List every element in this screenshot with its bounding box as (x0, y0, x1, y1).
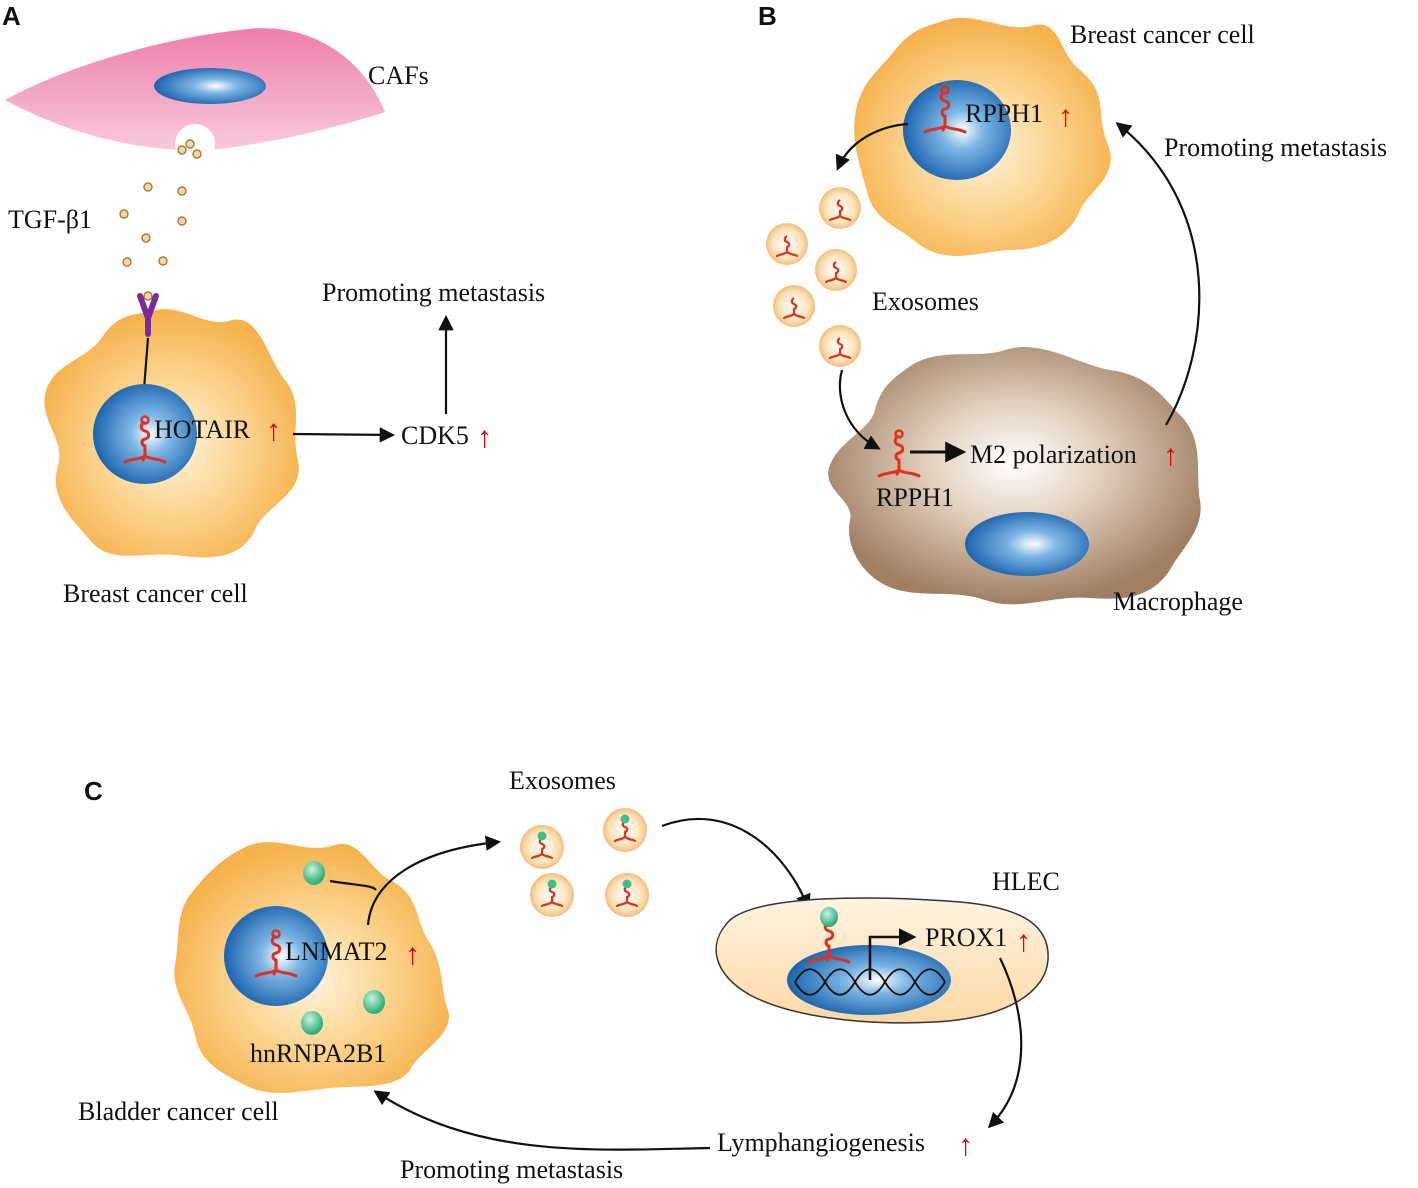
rpph1-export-arrow (835, 122, 909, 171)
lymphangiogenesis-label: Lymphangiogenesis (717, 1128, 925, 1157)
receptor-icon (137, 293, 159, 337)
macrophage-nucleus (965, 512, 1089, 576)
lymph-up-arrow: ↑ (958, 1129, 973, 1162)
hotair-up-arrow: ↑ (266, 414, 281, 447)
m2-to-cancer-feedback-arrow (1115, 122, 1201, 426)
macrophage-cell (828, 346, 1201, 605)
nucleus-a (93, 384, 197, 484)
macrophage-label: Macrophage (1113, 587, 1243, 616)
promoting-metastasis-label-c: Promoting metastasis (400, 1155, 623, 1184)
lymph-to-cancer-feedback-arrow (373, 1090, 711, 1151)
exosomes-label-c: Exosomes (509, 766, 616, 795)
transcription-arrow (868, 928, 917, 980)
panel-b: B RPPH1 ↑ Breast cancer cell Exosomes RP… (758, 1, 1387, 616)
lnmat2-export-arrow (329, 842, 498, 926)
cdk5-label: CDK5 (401, 421, 469, 450)
caf-secretion-pore (175, 124, 215, 164)
caf-nucleus (154, 68, 266, 104)
panel-a: A CAFs TGF-β1 HOTAIR ↑ Breast cancer cel… (2, 1, 545, 608)
caf-label: CAFs (368, 61, 429, 90)
hlec-label: HLEC (992, 867, 1060, 896)
prox1-label: PROX1 (925, 923, 1007, 952)
breast-cancer-cell-label-b: Breast cancer cell (1070, 20, 1255, 49)
protein-icon (301, 861, 385, 1035)
promoting-metastasis-label-a: Promoting metastasis (322, 278, 545, 307)
nucleus-c (224, 906, 328, 1006)
rpph1-label-macrophage: RPPH1 (876, 483, 954, 512)
panel-c-letter: C (84, 776, 103, 806)
exosome-to-hlec-arrow (661, 817, 811, 910)
exosomes-c (520, 808, 649, 917)
cdk5-up-arrow: ↑ (477, 421, 492, 454)
promoting-metastasis-label-b: Promoting metastasis (1164, 133, 1387, 162)
m2-up-arrow: ↑ (1163, 439, 1178, 472)
exosomes-b (766, 187, 861, 367)
rpph1-up-arrow: ↑ (1058, 100, 1073, 133)
panel-c: C LNMAT2 ↑ hnRNPA2B1 Bladder cancer cell… (78, 766, 1060, 1184)
panel-b-letter: B (758, 1, 777, 31)
rpph1-label-cancer: RPPH1 (965, 99, 1043, 128)
hnrnpa2b1-label: hnRNPA2B1 (250, 1039, 386, 1068)
hotair-label: HOTAIR (154, 415, 251, 444)
ligand-label: TGF-β1 (8, 205, 92, 234)
hotair-to-cdk5-arrow (292, 427, 396, 443)
panel-a-letter: A (2, 1, 21, 31)
breast-cancer-cell-label-a: Breast cancer cell (63, 579, 248, 608)
m2-polarization-label: M2 polarization (970, 440, 1137, 469)
exosomes-label-b: Exosomes (872, 287, 979, 316)
lnmat2-label: LNMAT2 (285, 937, 388, 966)
prox1-to-lymph-arrow (987, 957, 1023, 1129)
exosome-uptake-arrow (838, 369, 881, 450)
lnmat2-up-arrow: ↑ (405, 938, 420, 971)
tgf-beta1-particles (119, 139, 202, 301)
protein-icon (820, 907, 838, 927)
bladder-cancer-cell-label: Bladder cancer cell (78, 1097, 279, 1126)
prox1-up-arrow: ↑ (1016, 925, 1031, 958)
